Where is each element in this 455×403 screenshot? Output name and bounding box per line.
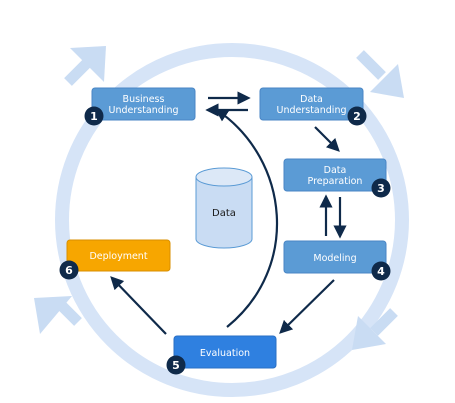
step-number-badge: 2 (347, 106, 367, 126)
cycle-arrow-top-right-icon (356, 50, 404, 98)
step-deployment: Deployment (66, 239, 171, 272)
step-number-badge: 3 (371, 178, 391, 198)
step-label: Deployment (89, 251, 147, 262)
badge-number: 2 (353, 110, 361, 123)
cycle-arrow-bottom-right-icon (352, 308, 398, 350)
step-label: Understanding (277, 105, 347, 116)
step-label: Modeling (313, 253, 356, 264)
step-number-badge: 1 (84, 106, 104, 126)
step-label: Business (123, 94, 165, 105)
step-data-understanding: Data Understanding (259, 87, 364, 121)
badge-number: 3 (377, 182, 385, 195)
step-evaluation: Evaluation (173, 335, 277, 369)
step-number-badge: 4 (371, 261, 391, 281)
badge-number: 5 (172, 359, 180, 372)
cycle-arrow-top-left-icon (64, 46, 106, 86)
step-label: Evaluation (200, 348, 250, 359)
arrow-evaluation-to-business (214, 108, 279, 328)
step-label: Preparation (308, 176, 363, 187)
step-label: Data (324, 165, 347, 176)
badge-number: 1 (90, 110, 98, 123)
step-modeling: Modeling (283, 240, 387, 274)
arrow-understanding-to-preparation (314, 126, 340, 152)
badge-number: 6 (65, 264, 73, 277)
step-data-preparation: Data Preparation (283, 158, 387, 192)
arrow-modeling-to-evaluation (279, 279, 335, 334)
step-number-badge: 5 (166, 355, 186, 375)
step-label: Understanding (109, 105, 179, 116)
data-label: Data (212, 208, 236, 219)
data-cylinder-icon: Data (195, 167, 253, 249)
step-label: Data (300, 94, 323, 105)
badge-number: 4 (377, 265, 385, 278)
cycle-ring (55, 43, 409, 397)
step-number-badge: 6 (59, 260, 79, 280)
cycle-arrow-bottom-left-icon (34, 296, 82, 334)
step-business-understanding: Business Understanding (91, 87, 196, 121)
arrow-evaluation-to-deployment (110, 276, 167, 335)
